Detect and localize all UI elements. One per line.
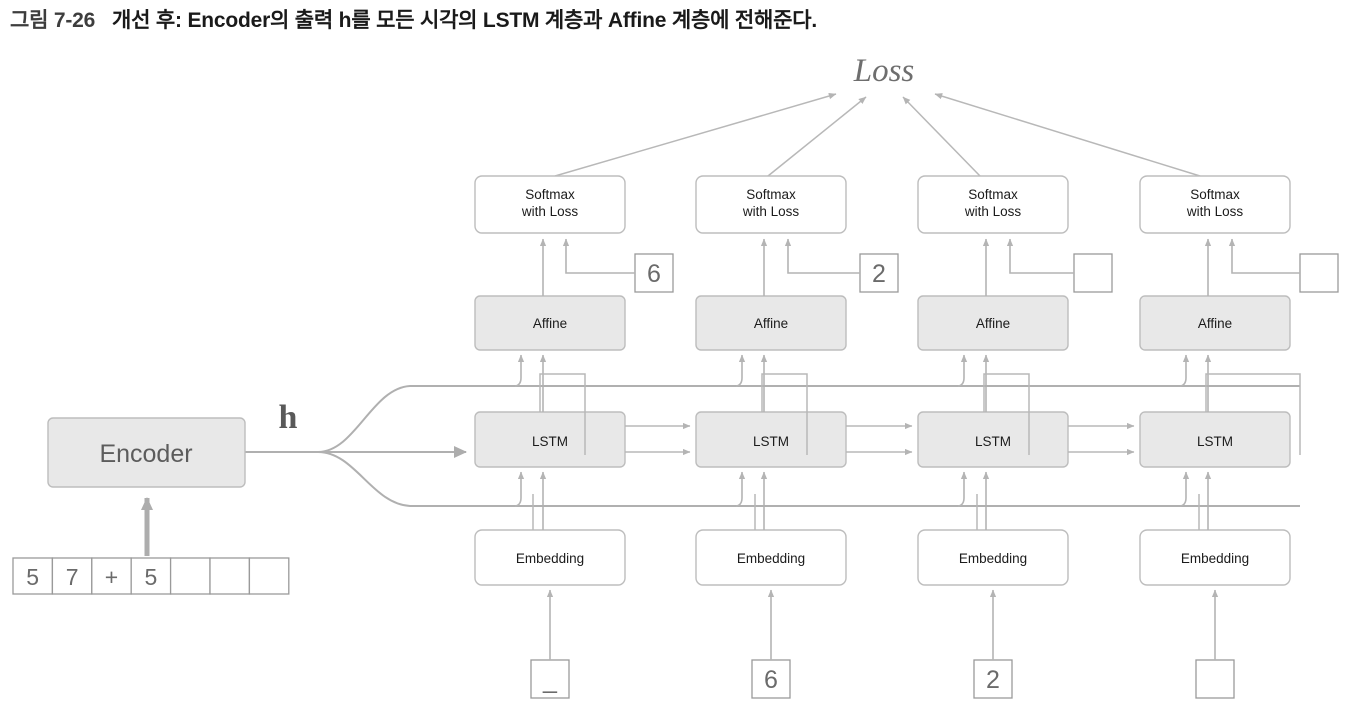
teacher-label-box-1 xyxy=(859,253,899,293)
softmax-label-0-line1: Softmax xyxy=(525,187,575,202)
affine-box-1 xyxy=(695,295,847,351)
h-to-affine-risers xyxy=(514,354,1190,387)
encoder-box xyxy=(47,417,246,488)
input-token-0: _ xyxy=(542,666,558,694)
softmax-box-0 xyxy=(474,175,626,234)
input-token-2: 2 xyxy=(986,666,1000,694)
affine-box-0 xyxy=(474,295,626,351)
embedding-label-2: Embedding xyxy=(959,551,1027,566)
embedding-box-3 xyxy=(1139,529,1291,586)
h-to-lstm-risers xyxy=(514,471,1190,507)
loss-label: Loss xyxy=(853,53,915,89)
embedding-box-0 xyxy=(474,529,626,586)
lstm-output-taps xyxy=(539,373,1301,455)
softmax-label-2-line2: with Loss xyxy=(964,204,1022,219)
embedding-rail-crossings xyxy=(532,494,1200,530)
softmax-box-3 xyxy=(1139,175,1291,234)
timestep-column-2: Softmax with Loss Affine LSTM Embedding … xyxy=(917,175,1113,699)
input-sequence-cell-2 xyxy=(91,557,132,595)
input-sequence-cell-4 xyxy=(169,557,211,595)
timestep-column-3: Softmax with Loss Affine LSTM Embedding xyxy=(1139,175,1339,699)
input-sequence-cell-6 xyxy=(248,557,290,595)
timestep-column-0: Softmax with Loss Affine LSTM Embedding … xyxy=(474,175,674,699)
embedding-label-0: Embedding xyxy=(516,551,584,566)
softmax-label-2-line1: Softmax xyxy=(968,187,1018,202)
h-label: h xyxy=(279,399,298,436)
input-sequence-token-1: 7 xyxy=(66,564,79,590)
encoder-input-sequence: 5 7 +5 xyxy=(12,557,290,595)
lstm-box-3 xyxy=(1139,411,1291,468)
input-sequence-token-3: 5 xyxy=(145,564,158,590)
input-token-1: 6 xyxy=(764,666,778,694)
affine-label-0: Affine xyxy=(533,316,567,331)
encoder-label: Encoder xyxy=(99,440,192,468)
lstm-recurrent-connections xyxy=(625,422,1135,456)
teacher-label-box-0 xyxy=(634,253,674,293)
lstm-label-3: LSTM xyxy=(1197,434,1233,449)
embedding-box-2 xyxy=(917,529,1069,586)
teacher-label-box-2 xyxy=(1073,253,1113,293)
softmax-label-0-line2: with Loss xyxy=(521,204,579,219)
affine-label-2: Affine xyxy=(976,316,1010,331)
softmax-box-1 xyxy=(695,175,847,234)
softmax-label-3-line1: Softmax xyxy=(1190,187,1240,202)
embedding-box-1 xyxy=(695,529,847,586)
figure-caption: 그림 7-26 개선 후: Encoder의 출력 h를 모든 시각의 LSTM… xyxy=(10,4,1340,38)
teacher-label-1: 2 xyxy=(872,260,886,288)
lstm-box-0 xyxy=(474,411,626,468)
softmax-box-2 xyxy=(917,175,1069,234)
figure-caption-text: 개선 후: Encoder의 출력 h를 모든 시각의 LSTM 계층과 Aff… xyxy=(112,9,817,32)
h-broadcast-wires xyxy=(245,385,1300,507)
softmax-label-1-line2: with Loss xyxy=(742,204,800,219)
affine-label-1: Affine xyxy=(754,316,788,331)
input-token-box-0 xyxy=(530,659,570,699)
softmax-label-3-line2: with Loss xyxy=(1186,204,1244,219)
lstm-label-0: LSTM xyxy=(532,434,568,449)
lstm-label-2: LSTM xyxy=(975,434,1011,449)
embedding-label-3: Embedding xyxy=(1181,551,1249,566)
input-sequence-cell-5 xyxy=(209,557,251,595)
lstm-box-1 xyxy=(695,411,847,468)
affine-box-3 xyxy=(1139,295,1291,351)
teacher-label-0: 6 xyxy=(647,260,661,288)
input-token-box-3 xyxy=(1195,659,1235,699)
timestep-column-1: Softmax with Loss Affine LSTM Embedding … xyxy=(695,175,899,699)
input-sequence-token-0: 5 xyxy=(26,564,39,590)
softmax-to-loss-arrows xyxy=(554,92,1201,177)
figure-number: 그림 7-26 xyxy=(10,9,96,32)
affine-label-3: Affine xyxy=(1198,316,1232,331)
input-sequence-token-2: + xyxy=(105,564,118,590)
embedding-label-1: Embedding xyxy=(737,551,805,566)
softmax-label-1-line1: Softmax xyxy=(746,187,796,202)
input-token-box-1 xyxy=(751,659,791,699)
encoder-block: Encoder xyxy=(47,417,246,556)
input-sequence-cell-1 xyxy=(51,557,93,595)
lstm-label-1: LSTM xyxy=(753,434,789,449)
teacher-label-box-3 xyxy=(1299,253,1339,293)
input-token-box-2 xyxy=(973,659,1013,699)
affine-box-2 xyxy=(917,295,1069,351)
lstm-box-2 xyxy=(917,411,1069,468)
